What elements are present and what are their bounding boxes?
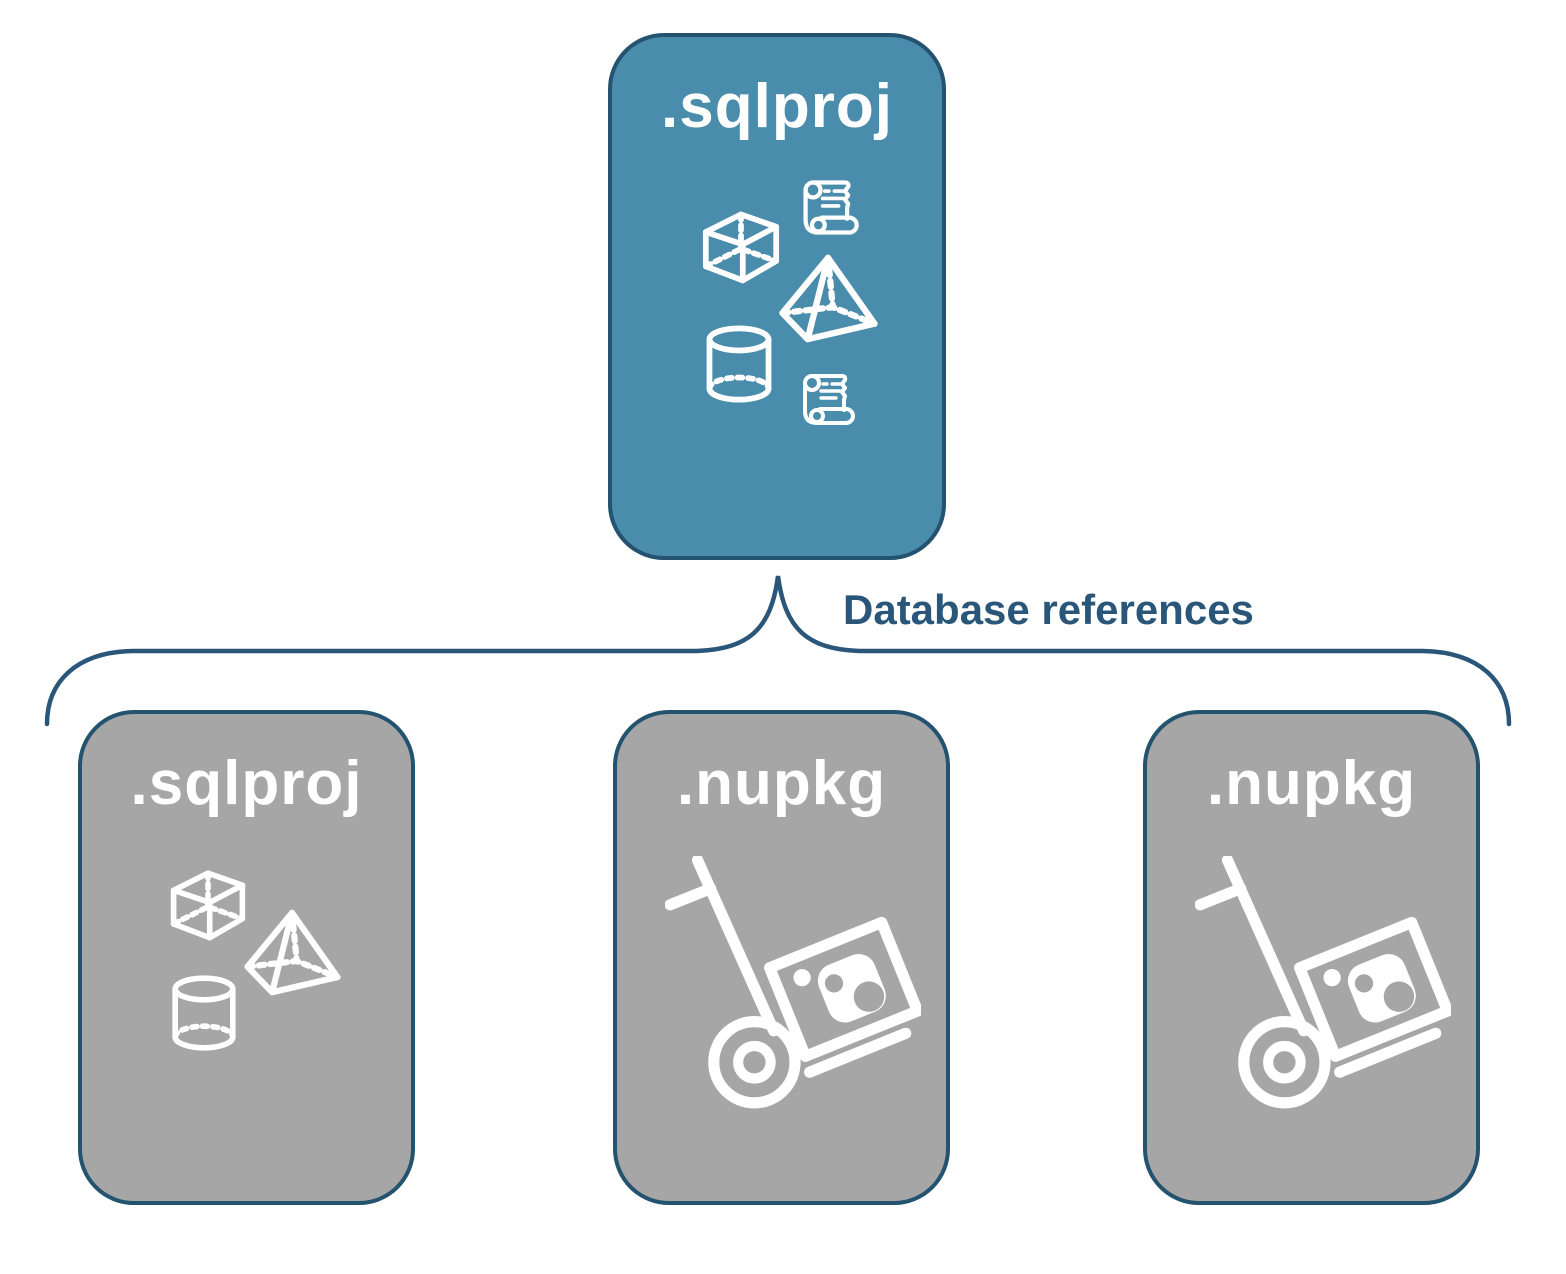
cylinder-icon	[168, 973, 240, 1053]
cube-icon	[164, 862, 252, 948]
node-child-sqlproj: .sqlproj	[78, 710, 415, 1205]
sql-script-scroll-icon	[803, 374, 855, 425]
parent-title: .sqlproj	[661, 72, 893, 141]
child-title: .nupkg	[1206, 749, 1417, 818]
connector-label: Database references	[843, 586, 1254, 633]
pyramid-icon	[774, 253, 882, 345]
nuget-package-handtruck-icon	[665, 856, 921, 1110]
node-parent-sqlproj: .sqlproj	[608, 33, 946, 560]
cube-icon	[696, 203, 786, 291]
sql-script-scroll-icon	[796, 175, 862, 239]
node-child-nupkg: .nupkg	[1143, 710, 1480, 1205]
child-title: .nupkg	[676, 749, 887, 818]
child-title: .sqlproj	[130, 749, 363, 818]
pyramid-icon	[240, 908, 344, 998]
nuget-package-handtruck-icon	[1195, 856, 1451, 1110]
cylinder-icon	[702, 323, 776, 405]
node-child-nupkg: .nupkg	[613, 710, 950, 1205]
